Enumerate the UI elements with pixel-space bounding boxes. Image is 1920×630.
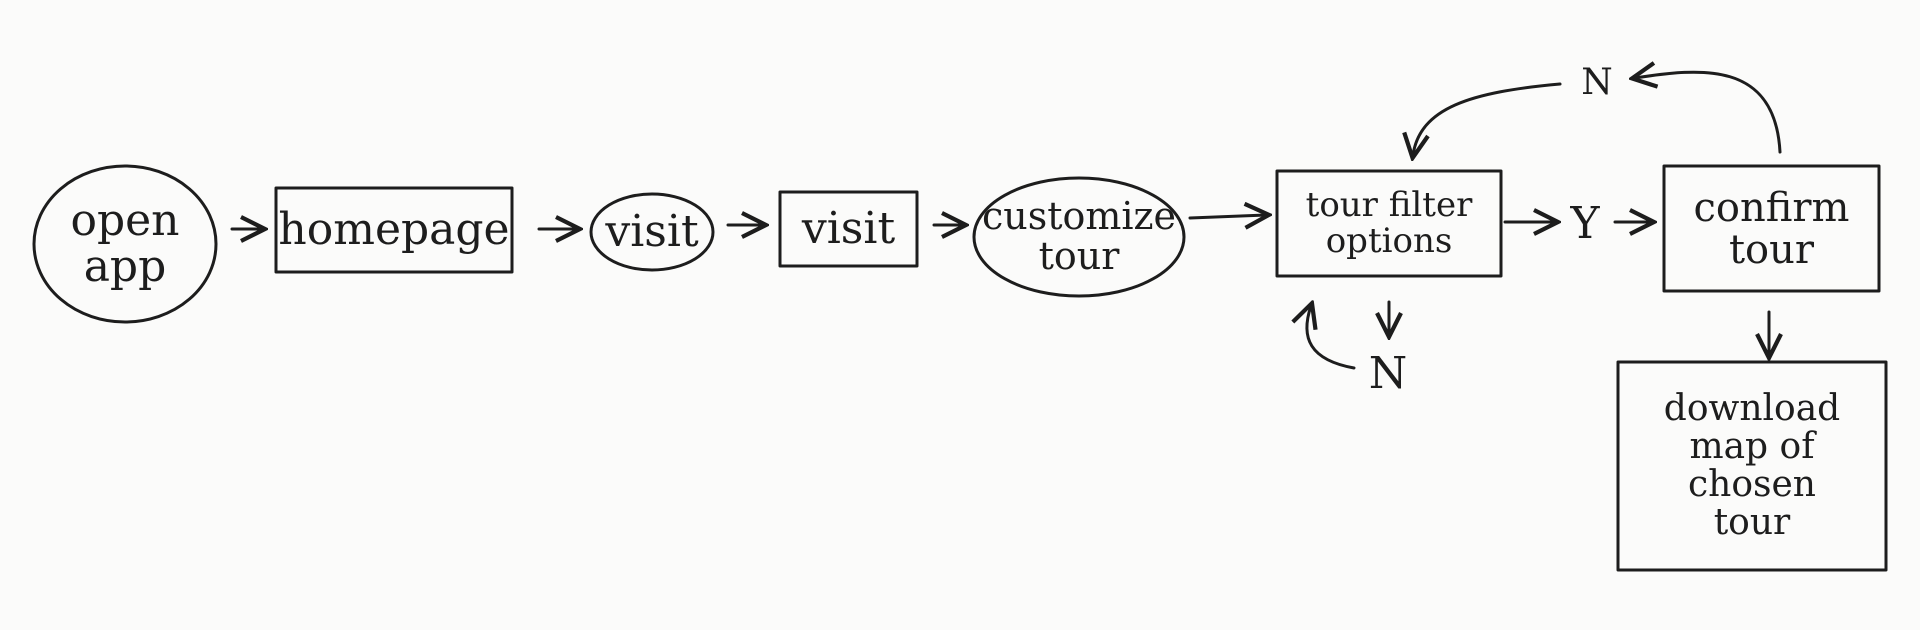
node-visit-box-shape	[778, 190, 919, 268]
label-yes: Y	[1570, 197, 1600, 249]
node-visit-oval-shape	[589, 192, 715, 272]
label-no-filter: N	[1368, 347, 1408, 399]
node-customize-tour-shape	[972, 176, 1186, 298]
node-customize-tour-label: customize tour	[981, 194, 1177, 278]
node-download-map-label: download map of chosen tour	[1663, 388, 1841, 543]
label-no-confirm: N	[1581, 62, 1613, 104]
node-homepage-shape	[274, 186, 514, 274]
node-open-app-label: open app	[70, 194, 180, 292]
node-confirm-tour-label: confirm tour	[1693, 184, 1850, 273]
node-download-map-shape	[1616, 360, 1888, 572]
node-tour-filter-options-shape	[1275, 169, 1503, 278]
edge-no-loop-back-to-tour-filter	[1307, 306, 1356, 370]
node-visit-box-label: visit	[801, 202, 896, 254]
edge-customize-tour-to-tour-filter	[1188, 215, 1266, 218]
edge-no-to-tour-filter	[1413, 82, 1562, 155]
node-visit-oval-label: visit	[605, 205, 699, 257]
node-tour-filter-options-label: tour filter options	[1305, 184, 1473, 261]
node-open-app-shape	[32, 164, 218, 324]
node-homepage-label: homepage	[278, 203, 510, 255]
node-confirm-tour-shape	[1662, 164, 1881, 293]
edge-confirm-tour-no-loop	[1635, 72, 1782, 154]
